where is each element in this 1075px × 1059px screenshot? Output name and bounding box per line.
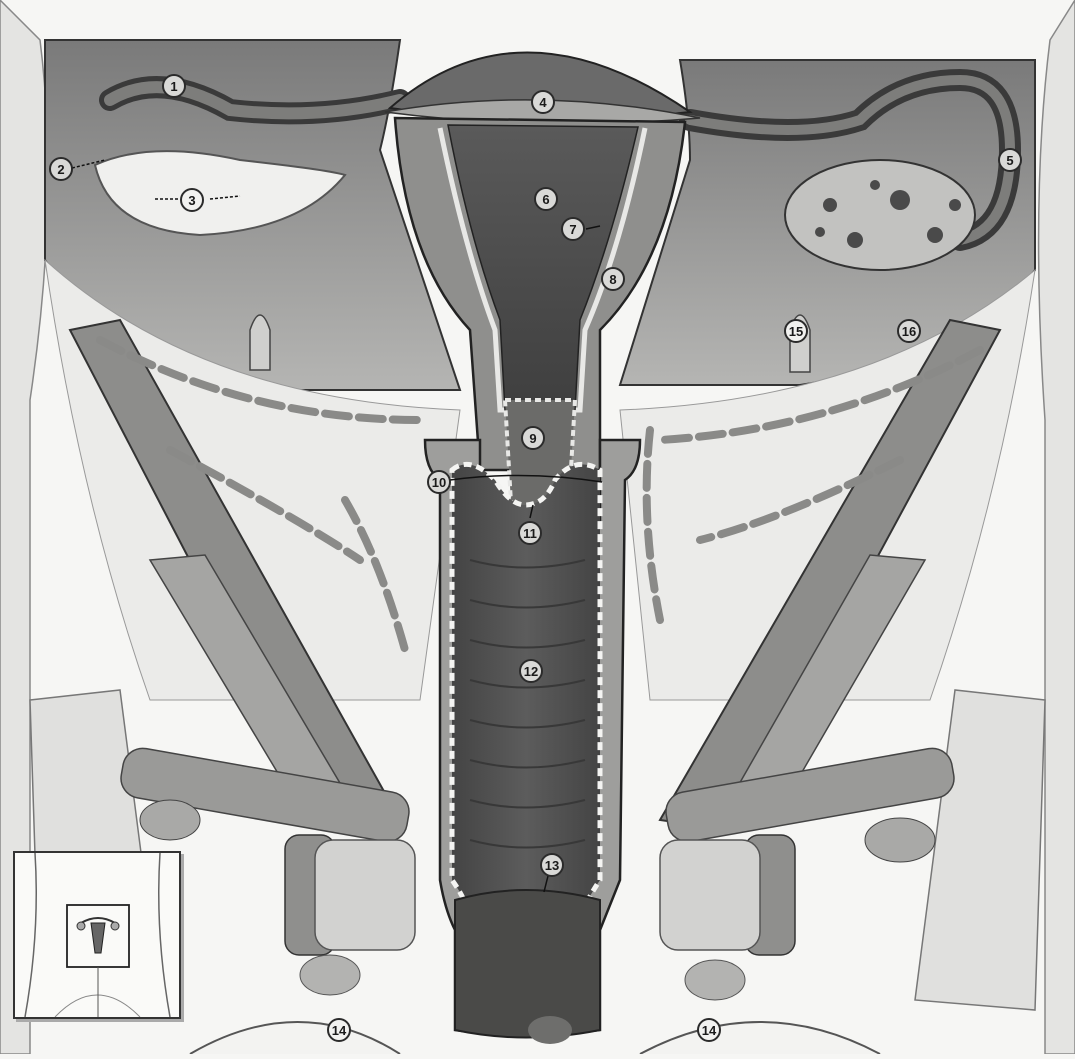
- vaginal-orifice: [455, 890, 600, 1038]
- callout-13: 13: [540, 853, 564, 877]
- vestibular-bulb-right: [685, 960, 745, 1000]
- callout-5: 5: [998, 148, 1022, 172]
- callout-1: 1: [162, 74, 186, 98]
- callout-16: 16: [897, 319, 921, 343]
- callout-9: 9: [521, 426, 545, 450]
- callout-2: 2: [49, 157, 73, 181]
- callout-11: 11: [518, 521, 542, 545]
- ovary-right: [785, 160, 975, 270]
- callout-10: 10: [427, 470, 451, 494]
- callout-15: 15: [784, 319, 808, 343]
- callout-4: 4: [531, 90, 555, 114]
- vestibular-bulb-left: [300, 955, 360, 995]
- callout-6: 6: [534, 187, 558, 211]
- orientation-inset: [13, 851, 181, 1019]
- perineal-body-right: [660, 840, 760, 950]
- callout-14-left: 14: [327, 1018, 351, 1042]
- callout-8: 8: [601, 267, 625, 291]
- callout-7: 7: [561, 217, 585, 241]
- vessel-left: [140, 800, 200, 840]
- ligament-left: [250, 315, 270, 370]
- perineal-body-left: [315, 840, 415, 950]
- vessel-right: [865, 818, 935, 862]
- callout-12: 12: [519, 659, 543, 683]
- callout-14-right: 14: [697, 1018, 721, 1042]
- callout-3: 3: [180, 188, 204, 212]
- inset-body-silhouette: [15, 853, 179, 1017]
